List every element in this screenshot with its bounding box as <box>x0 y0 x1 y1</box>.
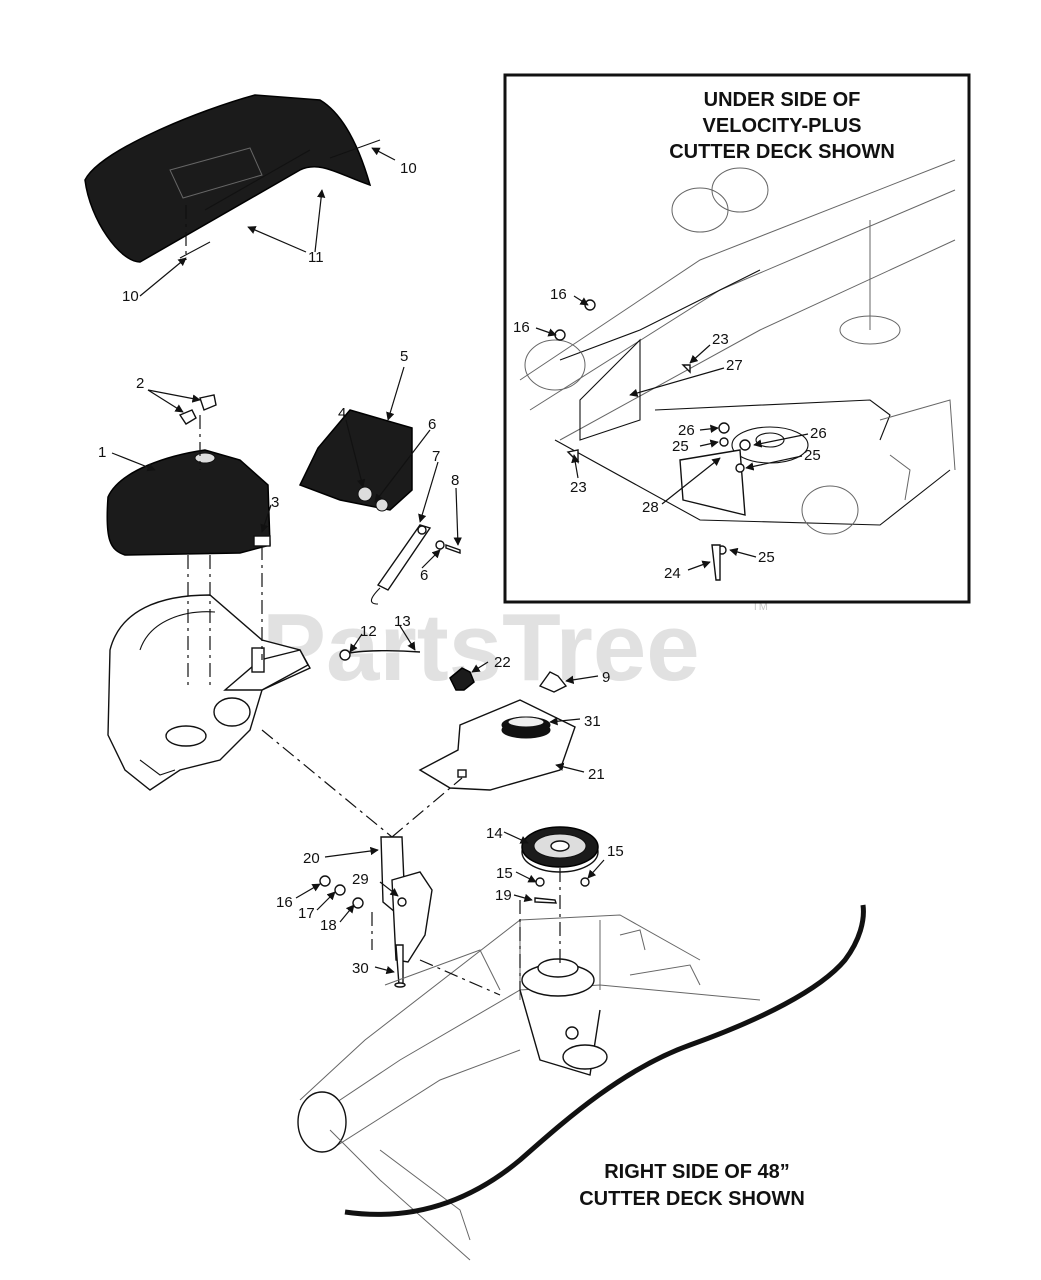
knob-22 <box>449 667 475 691</box>
inset-title-line2: VELOCITY-PLUS <box>703 115 862 137</box>
clip-3 <box>253 535 271 547</box>
callout-inset-25a: 25 <box>672 438 689 455</box>
callout-inset-25c: 25 <box>758 549 775 566</box>
callout-inset-26b: 26 <box>810 425 827 442</box>
assembly-lines <box>185 205 561 996</box>
callout-7: 7 <box>432 448 440 465</box>
hardware-left <box>319 875 406 988</box>
deck-underside-drawing <box>519 159 956 581</box>
callout-9: 9 <box>602 669 610 686</box>
bracket-20 <box>380 836 433 963</box>
callout-inset-25b: 25 <box>804 447 821 464</box>
inset-panel: UNDER SIDE OF VELOCITY-PLUS CUTTER DECK … <box>503 73 971 604</box>
callout-20: 20 <box>303 850 320 867</box>
callout-11: 11 <box>308 249 324 266</box>
callout-18: 18 <box>320 917 337 934</box>
callout-inset-16b: 16 <box>513 319 530 336</box>
callout-14: 14 <box>486 825 503 842</box>
callout-inset-16a: 16 <box>550 286 567 303</box>
callout-inset-26a: 26 <box>678 422 695 439</box>
callout-inset-24: 24 <box>664 565 681 582</box>
callout-30: 30 <box>352 960 369 977</box>
callout-6b: 6 <box>420 567 428 584</box>
watermark-tm: TM <box>752 601 768 613</box>
inset-title-line3: CUTTER DECK SHOWN <box>669 141 895 163</box>
callout-31: 31 <box>584 713 601 730</box>
deck-housing-left <box>107 594 421 791</box>
caption-line2: CUTTER DECK SHOWN <box>579 1188 805 1210</box>
callout-inset-23b: 23 <box>570 479 587 496</box>
callout-inset-23a: 23 <box>712 331 729 348</box>
callout-16b: 16 <box>276 894 293 911</box>
callout-8: 8 <box>451 472 459 489</box>
callout-17: 17 <box>298 905 315 922</box>
callout-6a: 6 <box>428 416 436 433</box>
callout-29: 29 <box>352 871 369 888</box>
callout-10b: 10 <box>122 288 139 305</box>
inset-title-line1: UNDER SIDE OF <box>704 89 861 111</box>
callout-1: 1 <box>98 444 106 461</box>
chute-deflector <box>84 94 381 263</box>
callout-2: 2 <box>136 375 144 392</box>
cover <box>106 449 271 556</box>
link-7 <box>370 524 461 605</box>
callout-19: 19 <box>495 887 512 904</box>
plate-21 <box>418 699 576 791</box>
callouts: 10 11 10 2 1 3 5 4 6 7 8 6 12 13 22 9 31… <box>98 160 827 977</box>
callout-10a: 10 <box>400 160 417 177</box>
callout-3: 3 <box>271 494 279 511</box>
knob-9 <box>538 671 568 693</box>
callout-4: 4 <box>338 405 346 422</box>
watermark-text: PartsTree <box>262 594 700 701</box>
callout-22: 22 <box>494 654 511 671</box>
callout-5: 5 <box>400 348 408 365</box>
callout-inset-27: 27 <box>726 357 743 374</box>
callout-21: 21 <box>588 766 605 783</box>
callout-15b: 15 <box>607 843 624 860</box>
callout-12: 12 <box>360 623 377 640</box>
callout-15a: 15 <box>496 865 513 882</box>
leaders <box>111 147 809 975</box>
callout-13: 13 <box>394 613 411 630</box>
deck-frame-right <box>297 914 761 1261</box>
knob-2 <box>178 394 217 425</box>
caption-line1: RIGHT SIDE OF 48” <box>604 1161 790 1183</box>
pulley-14 <box>521 826 599 904</box>
callout-inset-28: 28 <box>642 499 659 516</box>
cutaway-curve <box>344 904 866 1217</box>
